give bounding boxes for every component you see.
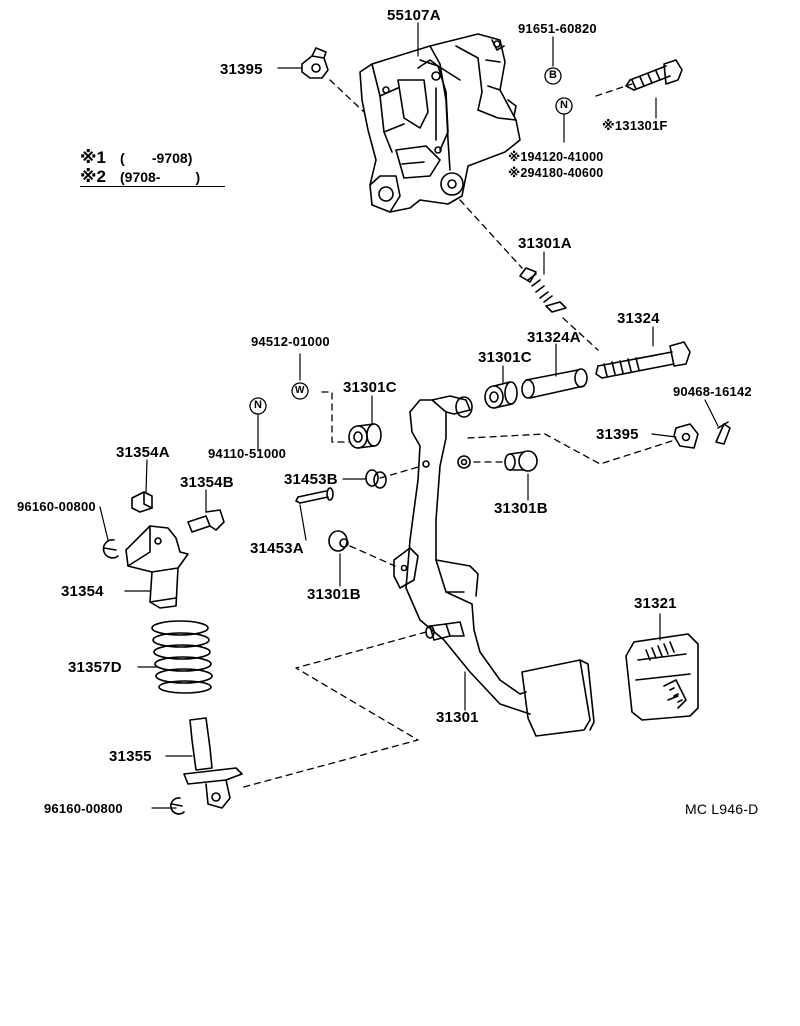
part-label-31324: 31324 <box>617 310 660 327</box>
part-label-94180-40600: ※294180-40600 <box>508 166 604 180</box>
pin-31453A-drawing <box>295 487 334 504</box>
e-clip-lower-drawing <box>170 797 185 815</box>
bushing-31301C-left-drawing <box>348 423 382 449</box>
nut-code-circle-mid <box>249 397 267 415</box>
part-label-31301: 31301 <box>436 709 479 726</box>
bushing-31301B-right-drawing <box>504 450 538 472</box>
diagram-code: MC L946-D <box>685 801 759 817</box>
nut-code-letter-top: N <box>560 99 569 111</box>
pedal-foot-plate-drawing <box>521 659 595 737</box>
part-label-31301C-right: 31301C <box>478 349 532 366</box>
part-label-55107A: 55107A <box>387 7 441 24</box>
bolt-31354B-drawing <box>187 509 225 533</box>
part-label-91651-60820: 91651-60820 <box>518 21 597 36</box>
part-label-31324A: 31324A <box>527 329 581 346</box>
part-label-31355: 31355 <box>109 748 152 765</box>
part-label-131301F: ※131301F <box>602 118 668 133</box>
label-leader-lines <box>99 22 719 809</box>
part-label-96160-00800-upper: 96160-00800 <box>17 499 96 514</box>
collar-31324A-drawing <box>521 368 588 399</box>
clip-31395-lower-drawing <box>673 423 699 449</box>
bushing-31453B-drawing <box>365 469 387 489</box>
part-label-31357D: 31357D <box>68 659 122 676</box>
part-label-31395-top: 31395 <box>220 61 263 78</box>
bushing-31301B-left-drawing <box>328 530 349 552</box>
washer-code-circle <box>291 382 309 400</box>
rod-31355-drawing <box>183 717 243 809</box>
assembly-dashed-lines <box>239 79 676 789</box>
e-clip-upper-drawing <box>102 539 119 559</box>
legend-mark-1: ※1 <box>80 148 106 167</box>
part-label-31395-lower: 31395 <box>596 426 639 443</box>
legend-range-1: ( -9708) <box>120 150 193 166</box>
part-label-31301A: 31301A <box>518 235 572 252</box>
code-symbol-circles <box>249 67 573 415</box>
clip-top-drawing <box>301 47 329 79</box>
legend-range-2: (9708- ) <box>120 169 201 185</box>
part-label-31354B: 31354B <box>180 474 234 491</box>
part-label-96160-00800-lower: 96160-00800 <box>44 801 123 816</box>
bolt-code-letter: B <box>549 69 558 81</box>
pedal-bracket-drawing <box>359 33 521 213</box>
bolt-code-circle <box>544 67 562 85</box>
part-label-94110-51000: 94110-51000 <box>208 446 287 461</box>
bushing-31301C-right-drawing <box>484 381 518 409</box>
part-label-90468-16142: 90468-16142 <box>673 384 752 399</box>
part-label-31354: 31354 <box>61 583 104 600</box>
legend-mark-2: ※2 <box>80 167 106 186</box>
legend-row-2: ※2 (9708- ) <box>80 167 225 187</box>
brake-pedal-arm-drawing <box>393 395 531 715</box>
part-label-31301C-left: 31301C <box>343 379 397 396</box>
part-label-31453A: 31453A <box>250 540 304 557</box>
spring-31301A-drawing <box>519 267 567 313</box>
spring-31357D-drawing <box>151 620 213 694</box>
part-label-31301B-left: 31301B <box>307 586 361 603</box>
clip-90468-drawing <box>715 421 731 445</box>
bolt-31324-drawing <box>595 341 691 379</box>
part-label-31453B: 31453B <box>284 471 338 488</box>
part-label-31301B-right: 31301B <box>494 500 548 517</box>
part-label-94512-01000: 94512-01000 <box>251 334 330 349</box>
part-label-94120-41000: ※194120-41000 <box>508 150 604 164</box>
pedal-pad-31321-drawing <box>625 633 699 721</box>
nut-code-letter-mid: N <box>254 399 263 411</box>
rod-31354-drawing <box>125 525 189 609</box>
bolt-131301F-drawing <box>625 59 683 91</box>
part-label-31354A: 31354A <box>116 444 170 461</box>
nut-code-circle-top <box>555 97 573 115</box>
legend-row-1: ※1 ( -9708) <box>80 148 225 167</box>
washer-code-letter: W <box>295 385 305 396</box>
part-label-31321: 31321 <box>634 595 677 612</box>
cushion-31354A-drawing <box>131 491 153 513</box>
legend-box: ※1 ( -9708) ※2 (9708- ) <box>80 148 225 187</box>
